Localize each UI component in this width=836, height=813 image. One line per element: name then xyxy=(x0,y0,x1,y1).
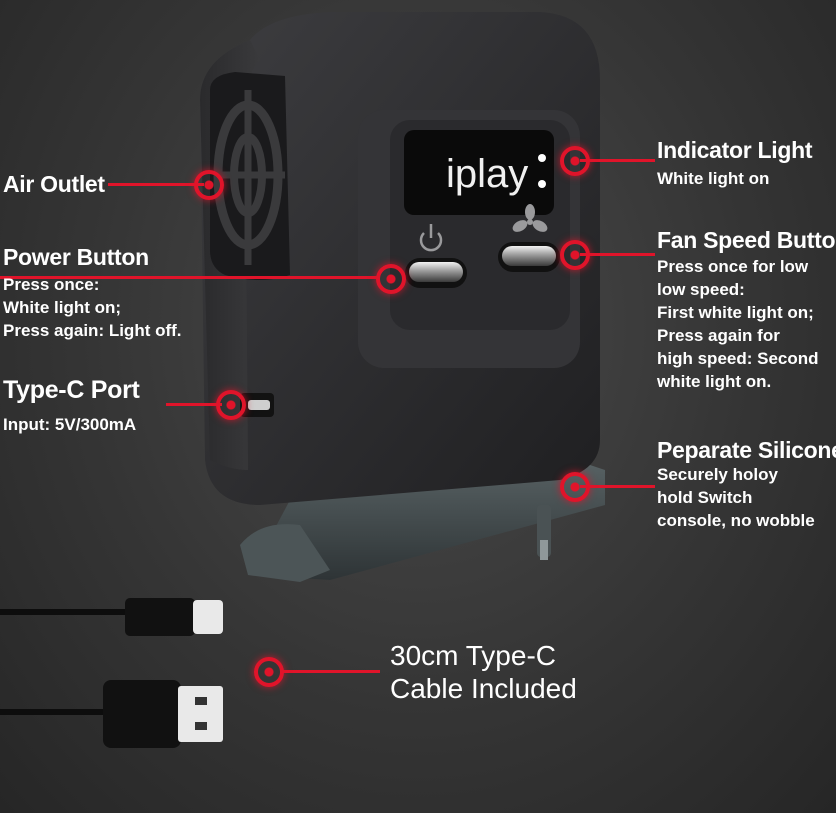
fan-icon xyxy=(512,204,548,232)
power-button-line-3: Press again: Light off. xyxy=(3,321,182,340)
power-icon xyxy=(419,224,443,252)
indicator-screen xyxy=(404,130,554,215)
power-button-line-2: White light on; xyxy=(3,298,122,317)
usb-cable xyxy=(0,598,223,748)
cable-dot xyxy=(254,657,284,687)
fan-speed-line xyxy=(580,253,655,256)
cable-line-1: 30cm Type-C xyxy=(390,640,556,671)
silicone-stand xyxy=(240,455,605,582)
fan-speed-line-2: low speed: xyxy=(657,280,745,299)
indicator-light-line-1: White light on xyxy=(657,169,770,188)
air-outlet-title: Air Outlet xyxy=(3,171,105,197)
fan-speed-button-graphic xyxy=(498,242,560,272)
brand-logo: iplay xyxy=(446,152,528,197)
indicator-light-title: Indicator Light xyxy=(657,137,813,163)
fan-body xyxy=(200,12,600,505)
fan-speed-line-6: white light on. xyxy=(657,372,772,391)
cable-line xyxy=(280,670,380,673)
silicone-dot xyxy=(560,472,590,502)
type-c-port-title: Type-C Port xyxy=(3,376,140,404)
cable-line-2: Cable Included xyxy=(390,673,577,704)
fan-speed-line-4: Press again for xyxy=(657,326,780,345)
power-button-line xyxy=(0,276,380,279)
silicone-title: Peparate Silicone xyxy=(657,437,836,463)
type-c-line xyxy=(166,403,222,406)
fan-speed-title: Fan Speed Button xyxy=(657,227,836,253)
silicone-line-2: hold Switch xyxy=(657,488,753,507)
indicator-dot xyxy=(560,146,590,176)
brand-logo-text: iplay xyxy=(446,152,529,196)
power-button-dot xyxy=(376,264,406,294)
fan-speed-line-1: Press once for low xyxy=(657,257,809,276)
type-c-port-line-1: Input: 5V/300mA xyxy=(3,415,137,434)
power-button-graphic xyxy=(405,258,467,288)
silicone-line xyxy=(580,485,655,488)
fan-speed-line-5: high speed: Second xyxy=(657,349,819,368)
fan-speed-dot xyxy=(560,240,590,270)
air-outlet-grill xyxy=(210,72,290,280)
indicator-lights xyxy=(538,154,546,188)
silicone-line-3: console, no wobble xyxy=(657,511,815,530)
silicone-line-1: Securely holoy xyxy=(657,465,778,484)
fan-speed-line-3: First white light on; xyxy=(657,303,814,322)
type-c-dot xyxy=(216,390,246,420)
air-outlet-line xyxy=(108,183,204,186)
power-button-line-1: Press once: xyxy=(3,275,100,294)
air-outlet-dot xyxy=(194,170,224,200)
type-c-port-graphic xyxy=(240,393,274,417)
power-button-title: Power Button xyxy=(3,244,149,270)
indicator-line xyxy=(580,159,655,162)
